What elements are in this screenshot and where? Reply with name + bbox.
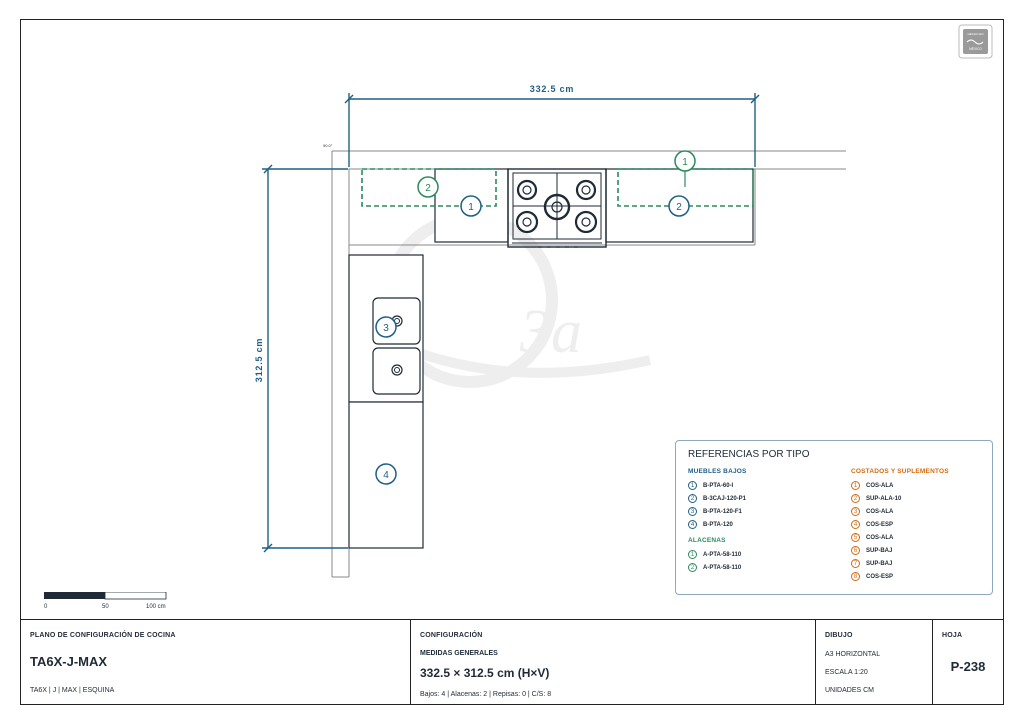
legend-badge: 6	[851, 546, 860, 555]
legend-code: B-PTA-120	[703, 521, 733, 528]
tb-format: A3 HORIZONTAL	[825, 651, 881, 658]
svg-text:4: 4	[383, 470, 389, 481]
height-dimension	[262, 164, 348, 553]
legend-code: SUP-BAJ	[866, 560, 893, 567]
tb-model-desc: TA6X | J | MAX | ESQUINA	[30, 687, 115, 694]
legend-badge: 1	[688, 550, 697, 559]
legend-badge: 2	[688, 563, 697, 572]
legend-badge: 8	[851, 572, 860, 581]
legend-badge: 2	[688, 494, 697, 503]
legend-badge: 1	[688, 481, 697, 490]
tb-model-code: TA6X-J-MAX	[30, 654, 108, 669]
tb-measures-value: 332.5 × 312.5 cm (H×V)	[420, 666, 550, 680]
legend-code: B-PTA-120-F1	[703, 508, 742, 515]
height-dimension-label: 312.5 cm	[254, 338, 264, 382]
tb-drawing-cell: DIBUJO A3 HORIZONTAL ESCALA 1:20 UNIDADE…	[816, 620, 933, 704]
legend-badge: 4	[688, 520, 697, 529]
legend-badge: 3	[688, 507, 697, 516]
legend-badge: 3	[851, 507, 860, 516]
legend-code: A-PTA-58-110	[703, 551, 742, 558]
svg-text:2: 2	[676, 202, 682, 213]
legend-item: 2 B-3CAJ-120-P1	[688, 492, 747, 505]
tb-config-cell: CONFIGURACIÓN MEDIDAS GENERALES 332.5 × …	[411, 620, 816, 704]
callout-base-3: 3	[375, 316, 397, 338]
left-base-cabinets	[348, 254, 424, 549]
tb-plan-cell: PLANO DE CONFIGURACIÓN DE COCINA TA6X-J-…	[21, 620, 411, 704]
angle-note: 90.0°	[323, 143, 333, 148]
svg-text:HECHO EN: HECHO EN	[968, 32, 984, 36]
tb-sheet-number: P-238	[950, 659, 986, 674]
legend-code: SUP-ALA-10	[866, 495, 902, 502]
callout-base-2: 2	[668, 195, 690, 217]
callout-upper-1: 1	[674, 150, 696, 187]
callout-base-1: 1	[460, 195, 482, 217]
legend-item: 6 SUP-BAJ	[851, 544, 949, 557]
legend-code: COS-ALA	[866, 534, 894, 541]
legend-heading-costados: COSTADOS Y SUPLEMENTOS	[851, 468, 949, 475]
tb-units: UNIDADES CM	[825, 687, 875, 694]
legend-item: 5 COS-ALA	[851, 531, 949, 544]
legend-item: 1 A-PTA-58-110	[688, 548, 747, 561]
svg-text:MÉXICO: MÉXICO	[969, 46, 982, 51]
legend-item: 2 A-PTA-58-110	[688, 561, 747, 574]
legend-code: SUP-BAJ	[866, 547, 893, 554]
legend-item: 1 B-PTA-60-I	[688, 479, 747, 492]
scale-label-0: 0	[44, 604, 48, 610]
legend-item: 4 COS-ESP	[851, 518, 949, 531]
legend-code: COS-ESP	[866, 573, 894, 580]
legend-code: A-PTA-58-110	[703, 564, 742, 571]
tb-sheet-label: HOJA	[942, 632, 963, 639]
legend-item: 2 SUP-ALA-10	[851, 492, 949, 505]
watermark-text: 3a	[519, 298, 582, 366]
legend-heading-bajos: MUEBLES BAJOS	[688, 468, 747, 475]
legend-item: 1 COS-ALA	[851, 479, 949, 492]
svg-text:2: 2	[425, 183, 431, 194]
legend-code: COS-ALA	[866, 508, 894, 515]
legend-code: COS-ALA	[866, 482, 894, 489]
legend-badge: 7	[851, 559, 860, 568]
legend-badge: 1	[851, 481, 860, 490]
legend-badge: 5	[851, 533, 860, 542]
legend-title: REFERENCIAS POR TIPO	[688, 449, 810, 460]
width-dimension	[344, 93, 760, 167]
tb-sheet-cell: HOJA P-238	[933, 620, 1003, 704]
scale-label-50: 50	[102, 604, 109, 610]
tb-scale: ESCALA 1:20	[825, 669, 868, 676]
svg-text:3: 3	[383, 323, 389, 334]
legend-code: COS-ESP	[866, 521, 894, 528]
tb-drawing-label: DIBUJO	[825, 632, 853, 639]
cooktop	[507, 168, 607, 248]
svg-text:1: 1	[468, 202, 474, 213]
legend-badge: 4	[851, 520, 860, 529]
title-block: PLANO DE CONFIGURACIÓN DE COCINA TA6X-J-…	[20, 619, 1004, 705]
made-in-mexico-stamp: HECHO EN MÉXICO	[958, 24, 993, 59]
tb-config-label: CONFIGURACIÓN	[420, 632, 483, 639]
callout-upper-2: 2	[417, 176, 439, 198]
legend-item: 3 B-PTA-120-F1	[688, 505, 747, 518]
legend-item: 4 B-PTA-120	[688, 518, 747, 531]
tb-measures-label: MEDIDAS GENERALES	[420, 650, 498, 657]
scale-label-100: 100 cm	[146, 604, 166, 610]
width-dimension-label: 332.5 cm	[530, 84, 574, 94]
legend-heading-alacenas: ALACENAS	[688, 537, 726, 544]
sink	[372, 297, 421, 395]
scale-bar: 0 50 100 cm	[44, 591, 174, 617]
legend-code: B-PTA-60-I	[703, 482, 734, 489]
svg-text:1: 1	[682, 157, 688, 168]
callout-base-4: 4	[375, 463, 397, 485]
legend-item: 3 COS-ALA	[851, 505, 949, 518]
tb-plan-label: PLANO DE CONFIGURACIÓN DE COCINA	[30, 632, 176, 639]
legend-code: B-3CAJ-120-P1	[703, 495, 747, 502]
legend-item: 8 COS-ESP	[851, 570, 949, 583]
legend-col-base: MUEBLES BAJOS 1 B-PTA-60-I 2 B-3CAJ-120-P1 3…	[688, 468, 747, 574]
legend-item: 7 SUP-BAJ	[851, 557, 949, 570]
tb-counts: Bajos: 4 | Alacenas: 2 | Repisas: 0 | C/…	[420, 691, 552, 698]
legend-badge: 2	[851, 494, 860, 503]
